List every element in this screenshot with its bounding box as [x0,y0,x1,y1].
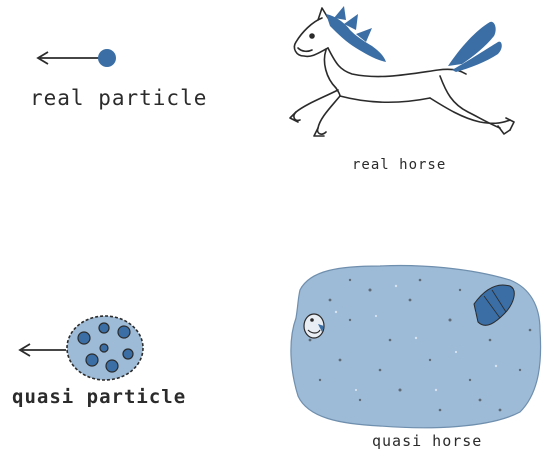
quasi-horse-label: quasi horse [372,432,482,450]
